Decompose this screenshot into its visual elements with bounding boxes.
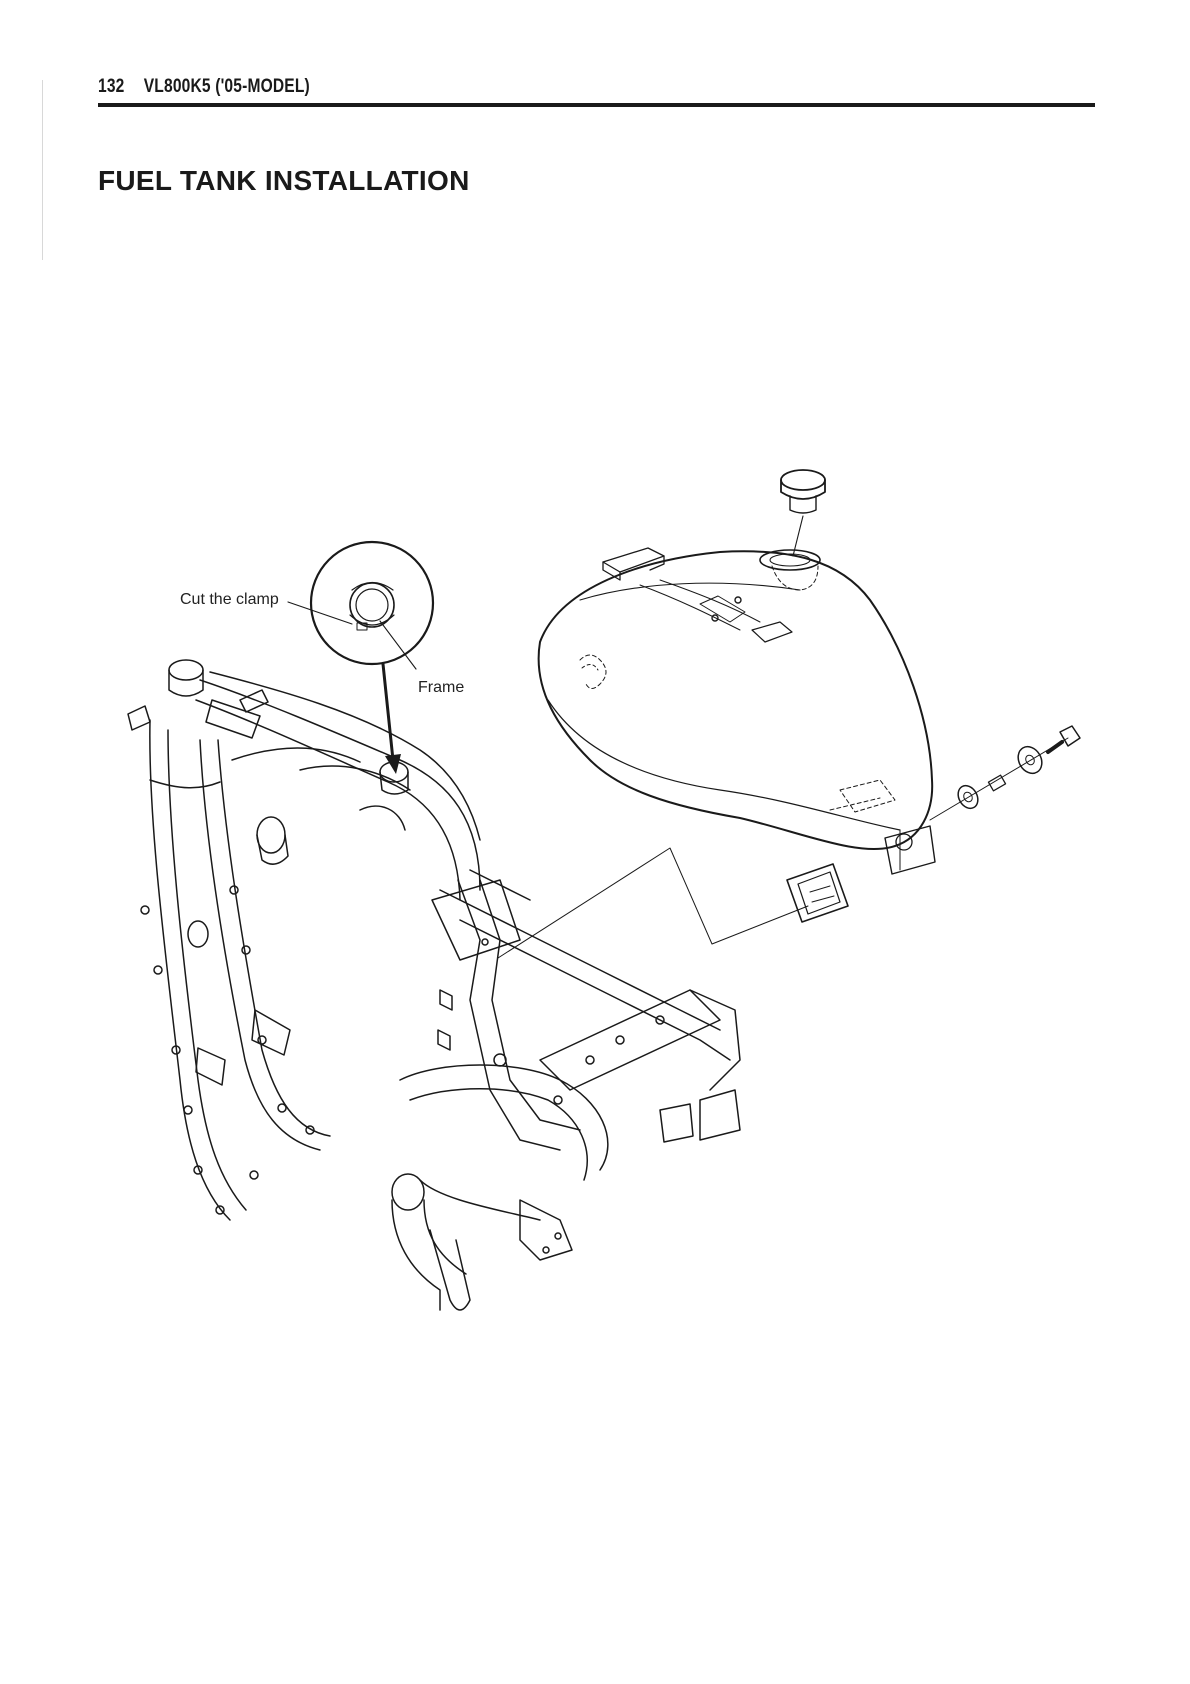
rear-cushion <box>498 848 848 958</box>
motorcycle-frame <box>128 660 740 1310</box>
cut-clamp-callout: Cut the clamp <box>180 591 279 608</box>
clamp-detail-inset <box>311 542 433 774</box>
rear-mount-fasteners <box>930 726 1080 820</box>
fuel-tank <box>539 548 935 874</box>
frame-callout: Frame <box>418 679 464 696</box>
fuel-cap <box>781 470 825 556</box>
